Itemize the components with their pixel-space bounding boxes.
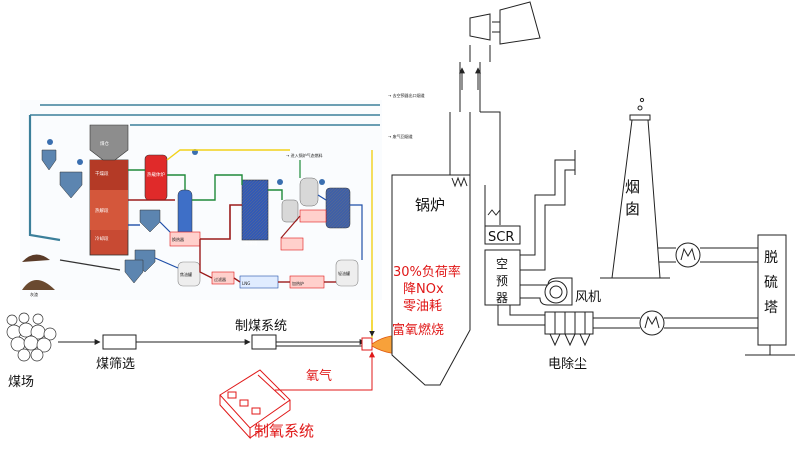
scr-box (484, 225, 521, 245)
tar-tank-label: 焦油罐 (180, 271, 192, 277)
boiler-label: 锅炉 (415, 196, 445, 214)
coal-yard-label: 煤场 (8, 375, 34, 390)
highlight-line-3: 零油耗 (403, 299, 442, 314)
filter-label: 过滤器 (214, 276, 226, 282)
chimney-char-1: 烟 (625, 178, 640, 196)
coal-prep-label: 制煤系统 (235, 319, 287, 334)
preheater-char-1: 空 (496, 257, 508, 271)
reactor-label-2: 热解段 (95, 207, 109, 214)
desulf-char-3: 塔 (764, 300, 778, 316)
oxygen-label: 氧气 (306, 368, 332, 384)
furnace-label: 热载体炉 (147, 171, 165, 178)
pipe-label-yellow: → 进入锅炉气态燃料 (286, 152, 323, 158)
ducts (497, 97, 795, 356)
highlight-line-1: 30%负荷率 (393, 264, 461, 280)
desulf-char-2: 硫 (764, 275, 778, 291)
reactor-label-3: 冷却段 (95, 235, 109, 242)
desulf-char-1: 脱 (764, 250, 778, 266)
oxygen-system (219, 351, 375, 440)
coal-screening-label: 煤筛选 (96, 357, 135, 372)
preheater-char-2: 预 (496, 274, 508, 288)
oil-tank-label: 轻油罐 (338, 270, 350, 276)
chimney-char-2: 囱 (625, 200, 640, 218)
coal-bin-shape (89, 124, 129, 161)
heater-label: 加热炉 (292, 280, 304, 286)
scr-label: SCR (488, 230, 514, 245)
liquid-label: LNG (242, 281, 250, 286)
pipe-label-top-2: → 废气回烟道 (388, 133, 413, 139)
pipe-label-top-1: → 去空预器出口烟道 (388, 92, 425, 98)
preheater-char-3: 器 (496, 291, 508, 305)
boiler (391, 1, 541, 386)
scrubber-label: 洗涤塔 (244, 240, 258, 247)
ash-label: 灰渣 (30, 291, 38, 297)
main-flow (58, 150, 375, 351)
highlight-line-2: 降NOx (403, 282, 444, 297)
air-preheater: 空 预 器 (484, 249, 521, 306)
tar-tank (177, 261, 201, 287)
reactor-label-1: 干燥段 (95, 170, 109, 177)
oxygen-system-label: 制氧系统 (254, 422, 314, 440)
fan-label: 风机 (575, 290, 601, 305)
pump-label: 换热器 (172, 236, 184, 242)
coal-bin-label: 煤仓 (100, 140, 109, 147)
coal-yard-icon (6, 312, 57, 362)
oil-tank (335, 259, 359, 287)
oxy-combustion-label: 富氧燃烧 (392, 322, 444, 338)
pyrolysis-inset: → 去空预器出口烟道 → 废气回烟道 → 进入锅炉气态燃料 干燥段 热解段 冷却… (20, 92, 425, 300)
esp-label: 电除尘 (548, 357, 587, 372)
